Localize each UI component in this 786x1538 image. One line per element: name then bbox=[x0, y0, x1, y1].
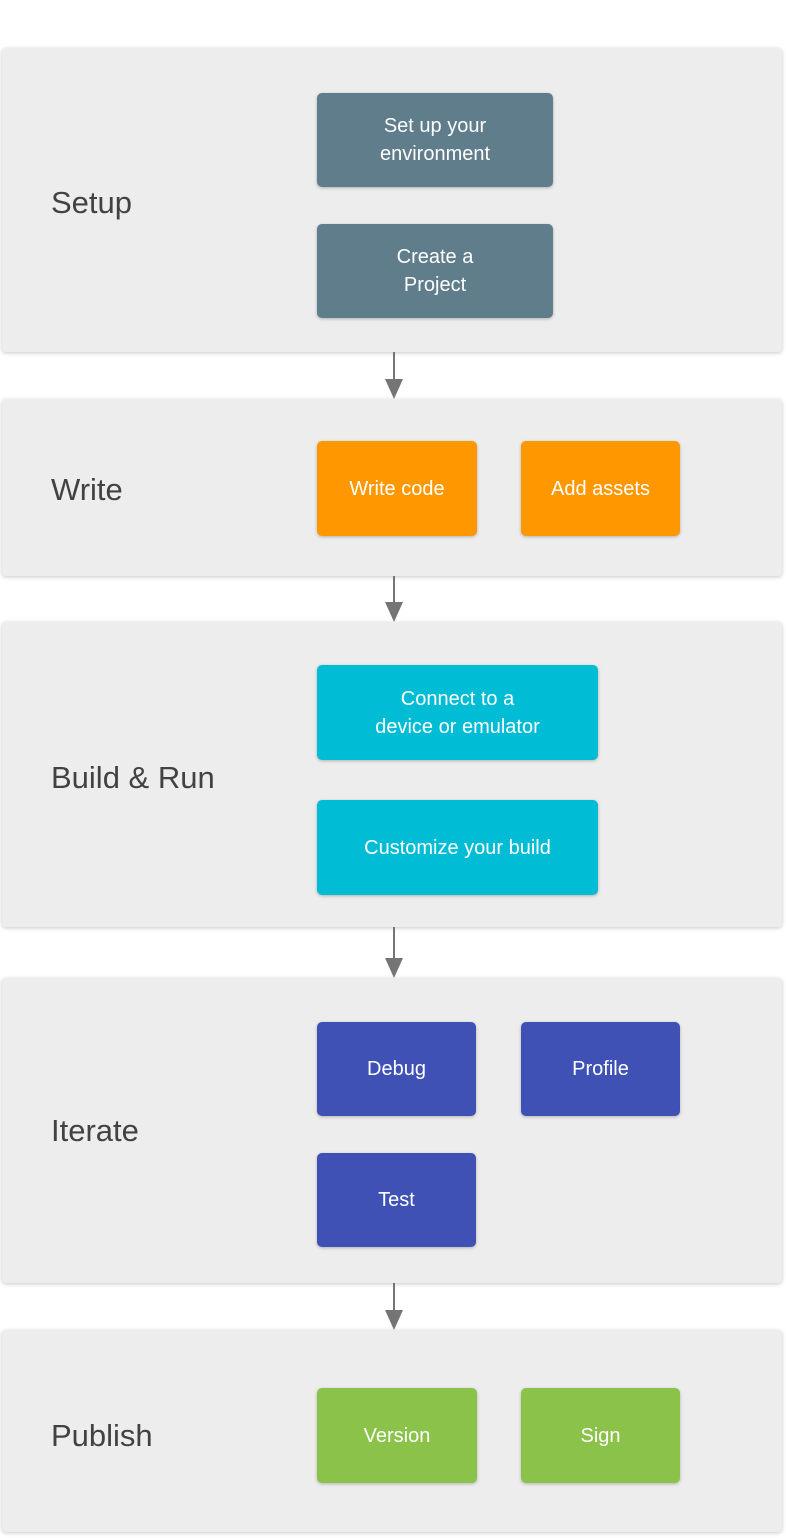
arrow-head-icon bbox=[385, 1310, 403, 1330]
button-version[interactable]: Version bbox=[317, 1388, 477, 1483]
button-write-code[interactable]: Write code bbox=[317, 441, 477, 536]
down-arrow-build-to-iterate bbox=[385, 927, 403, 978]
button-debug[interactable]: Debug bbox=[317, 1022, 476, 1116]
stage-label-setup: Setup bbox=[51, 185, 133, 220]
button-sign[interactable]: Sign bbox=[521, 1388, 680, 1483]
arrow-stem bbox=[393, 576, 395, 602]
stage-label-iterate: Iterate bbox=[51, 1113, 139, 1148]
button-set-up-environment[interactable]: Set up your environment bbox=[317, 93, 553, 187]
down-arrow-iterate-to-publish bbox=[385, 1283, 403, 1330]
button-customize-your-build[interactable]: Customize your build bbox=[317, 800, 598, 895]
arrow-stem bbox=[393, 927, 395, 958]
stage-label-build-run: Build & Run bbox=[51, 760, 215, 795]
arrow-head-icon bbox=[385, 379, 403, 399]
arrow-head-icon bbox=[385, 958, 403, 978]
button-test[interactable]: Test bbox=[317, 1153, 476, 1247]
down-arrow-setup-to-write bbox=[385, 352, 403, 399]
arrow-stem bbox=[393, 352, 395, 379]
button-profile[interactable]: Profile bbox=[521, 1022, 680, 1116]
arrow-stem bbox=[393, 1283, 395, 1310]
arrow-head-icon bbox=[385, 602, 403, 622]
button-connect-device-emulator[interactable]: Connect to a device or emulator bbox=[317, 665, 598, 760]
down-arrow-write-to-build bbox=[385, 576, 403, 622]
stage-label-publish: Publish bbox=[51, 1418, 153, 1453]
button-add-assets[interactable]: Add assets bbox=[521, 441, 680, 536]
button-create-a-project[interactable]: Create a Project bbox=[317, 224, 553, 318]
stage-label-write: Write bbox=[51, 472, 123, 507]
